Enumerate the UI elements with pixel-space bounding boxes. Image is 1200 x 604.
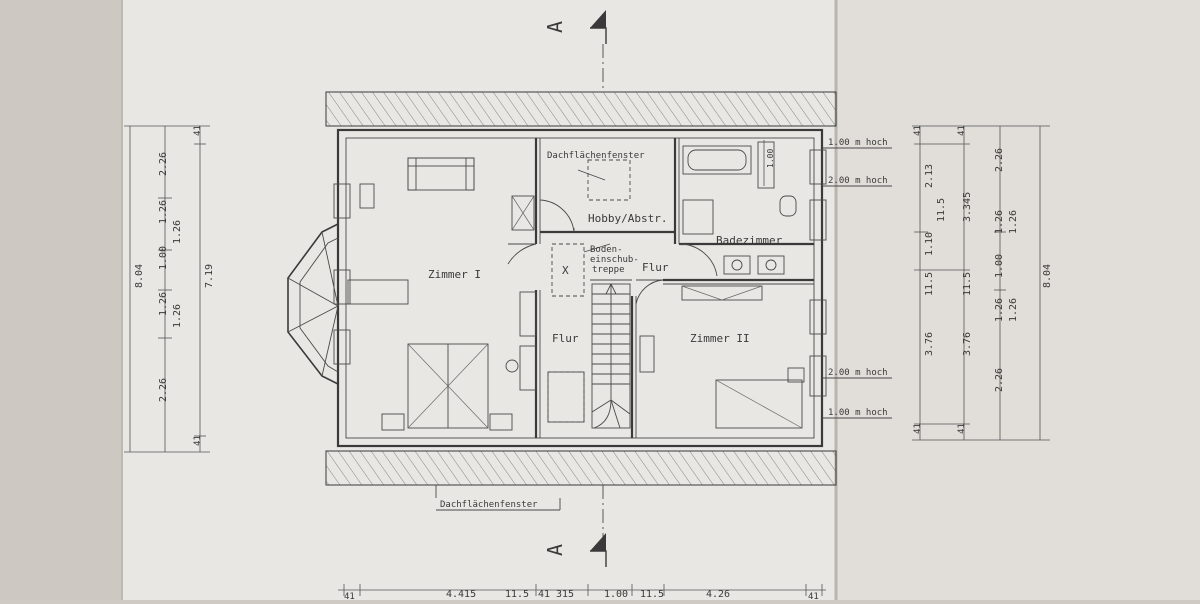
room-label-flur-lower: Flur (552, 332, 579, 345)
left-dim-wall-1: 41 (193, 435, 203, 446)
left-dim-seg-3: 1.26 (158, 292, 169, 316)
flur-furniture (547, 371, 585, 423)
left-dim-overall: 8.04 (134, 264, 145, 288)
right-dim-a-5: 3.76 (924, 332, 935, 356)
right-dim-c-0: 2.26 (994, 148, 1005, 172)
ladder-mark: X (562, 264, 569, 277)
height-note-2m-bottom: 2.00 m hoch (828, 368, 888, 378)
left-dim-seg2-0: 1.26 (172, 220, 183, 244)
height-note-1m-top: 1.00 m hoch (828, 138, 888, 148)
right-dim-c-1: 1.26 (994, 210, 1005, 234)
bottom-dimension-line (338, 584, 826, 596)
zimmer2-furniture (639, 285, 805, 429)
right-dim-c-3: 1.26 (994, 298, 1005, 322)
doors (507, 199, 718, 305)
room-label-zimmer1: Zimmer I (428, 268, 481, 281)
bottom-dim-8: 41 (808, 592, 819, 600)
roof-band-bottom (325, 450, 837, 486)
room-label-hobby: Hobby/Abstr. (588, 212, 667, 225)
left-dim-wall-0: 41 (193, 125, 203, 136)
right-dim-a-4: 11.5 (924, 272, 935, 296)
left-dim-seg-0: 2.26 (158, 152, 169, 176)
bottom-dim-1: 4.415 (446, 589, 476, 600)
ladder-label-1: Boden- (590, 245, 623, 255)
bottom-dim-7: 4.26 (706, 589, 730, 600)
outer-walls (336, 128, 824, 448)
right-dim-a-2: 11.5 (936, 198, 947, 222)
left-dim-seg2-1: 1.26 (172, 304, 183, 328)
left-dimension-lines (124, 125, 210, 453)
right-dim-a-6: 41 (913, 423, 923, 434)
right-dim-a-0: 41 (913, 125, 923, 136)
right-dim-b-0: 41 (957, 125, 967, 136)
roof-band-top (325, 91, 837, 127)
left-dim-seg-1: 1.26 (158, 200, 169, 224)
right-dim-a-1: 2.13 (924, 164, 935, 188)
room-label-zimmer2: Zimmer II (690, 332, 750, 345)
bottom-dim-3: 41 (538, 589, 550, 600)
bottom-dim-2: 11.5 (505, 589, 529, 600)
right-dim-b-1: 3.345 (962, 192, 973, 222)
roof-window-label-top: Dachflächenfenster (547, 151, 645, 161)
height-notes (763, 140, 892, 419)
roof-window-callout-bottom (435, 485, 561, 511)
bath-dim: 1.00 (766, 149, 775, 168)
left-dim-seg-2: 1.00 (158, 246, 169, 270)
right-page (836, 0, 1200, 600)
right-dim-b-2: 11.5 (962, 272, 973, 296)
room-label-bad: Badezimmer (716, 234, 783, 247)
right-dim-b-3: 3.76 (962, 332, 973, 356)
right-dim-c-2: 1.00 (994, 254, 1005, 278)
height-note-1m-bottom: 1.00 m hoch (828, 408, 888, 418)
hobby-furniture (577, 159, 631, 201)
ladder-label-2: einschub- (590, 255, 639, 265)
right-dimension-lines (912, 125, 1050, 441)
ladder-label-3: treppe (592, 265, 625, 275)
bottom-dim-4: 315 (556, 589, 574, 600)
bottom-dim-6: 11.5 (640, 589, 664, 600)
wall-windows (333, 149, 827, 397)
bath-fixtures (682, 141, 797, 275)
right-dim-a-3: 1.10 (924, 232, 935, 256)
right-dim-c2-0: 1.26 (1008, 210, 1019, 234)
roof-window-label-bottom: Dachflächenfenster (440, 500, 538, 510)
bottom-dim-5: 1.00 (604, 589, 628, 600)
right-dim-c2-1: 1.26 (1008, 298, 1019, 322)
height-note-2m-top: 2.00 m hoch (828, 176, 888, 186)
right-dim-c-4: 2.26 (994, 368, 1005, 392)
left-dim-seg-4: 2.26 (158, 378, 169, 402)
section-line (590, 10, 607, 567)
loft-ladder (551, 243, 611, 297)
zimmer1-furniture (347, 157, 537, 431)
bay-window (287, 223, 339, 385)
section-label-top: A (543, 21, 567, 33)
room-label-flur-upper: Flur (642, 261, 669, 274)
right-dim-overall: 8.04 (1042, 264, 1053, 288)
section-label-bottom: A (543, 544, 567, 556)
bottom-dim-0: 41 (344, 592, 355, 600)
staircase (591, 282, 631, 429)
left-dim-inner: 7.19 (204, 264, 215, 288)
right-dim-b-4: 41 (957, 423, 967, 434)
